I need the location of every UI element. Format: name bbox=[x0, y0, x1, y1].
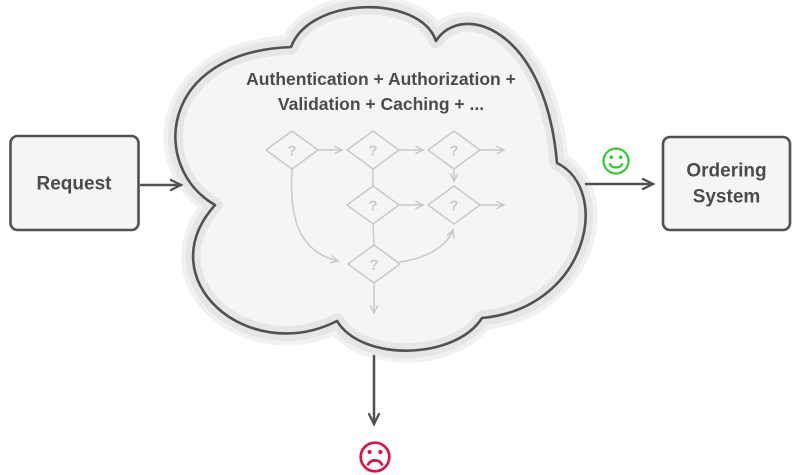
cloud-caption-line2: Validation + Caching + ... bbox=[278, 94, 484, 114]
ordering-system-node-box bbox=[661, 135, 792, 232]
cloud-shape bbox=[163, 0, 598, 363]
decision-diamond bbox=[346, 130, 400, 170]
ordering-system-node: Ordering System bbox=[661, 135, 792, 232]
ordering-system-label-line1: Ordering bbox=[686, 161, 766, 182]
request-node: Request bbox=[9, 134, 140, 232]
decision-question-mark: ? bbox=[368, 198, 377, 215]
decision-question-mark: ? bbox=[287, 143, 296, 160]
ordering-system-label-line2: System bbox=[693, 187, 761, 208]
sad-smiley-icon bbox=[359, 441, 391, 473]
decision-diamond bbox=[427, 185, 481, 225]
decision-question-mark: ? bbox=[368, 143, 377, 160]
request-node-label: Request bbox=[37, 174, 113, 195]
hidden-flowchart: ? ? ? ? ? ? bbox=[265, 130, 506, 315]
decision-diamond bbox=[265, 130, 319, 170]
decision-diamond bbox=[347, 244, 401, 284]
cloud-outline bbox=[174, 5, 587, 352]
decision-diamond bbox=[427, 130, 481, 170]
decision-diamond bbox=[346, 185, 400, 225]
flow-connector bbox=[399, 228, 455, 263]
decision-question-mark: ? bbox=[449, 143, 458, 160]
flow-connector bbox=[290, 169, 340, 264]
decision-question-mark: ? bbox=[449, 198, 458, 215]
request-node-box bbox=[9, 134, 140, 232]
happy-smiley-icon bbox=[602, 147, 630, 175]
flow-connector bbox=[372, 224, 375, 245]
cloud-caption-line1: Authentication + Authorization + bbox=[246, 69, 516, 89]
decision-question-mark: ? bbox=[369, 257, 378, 274]
